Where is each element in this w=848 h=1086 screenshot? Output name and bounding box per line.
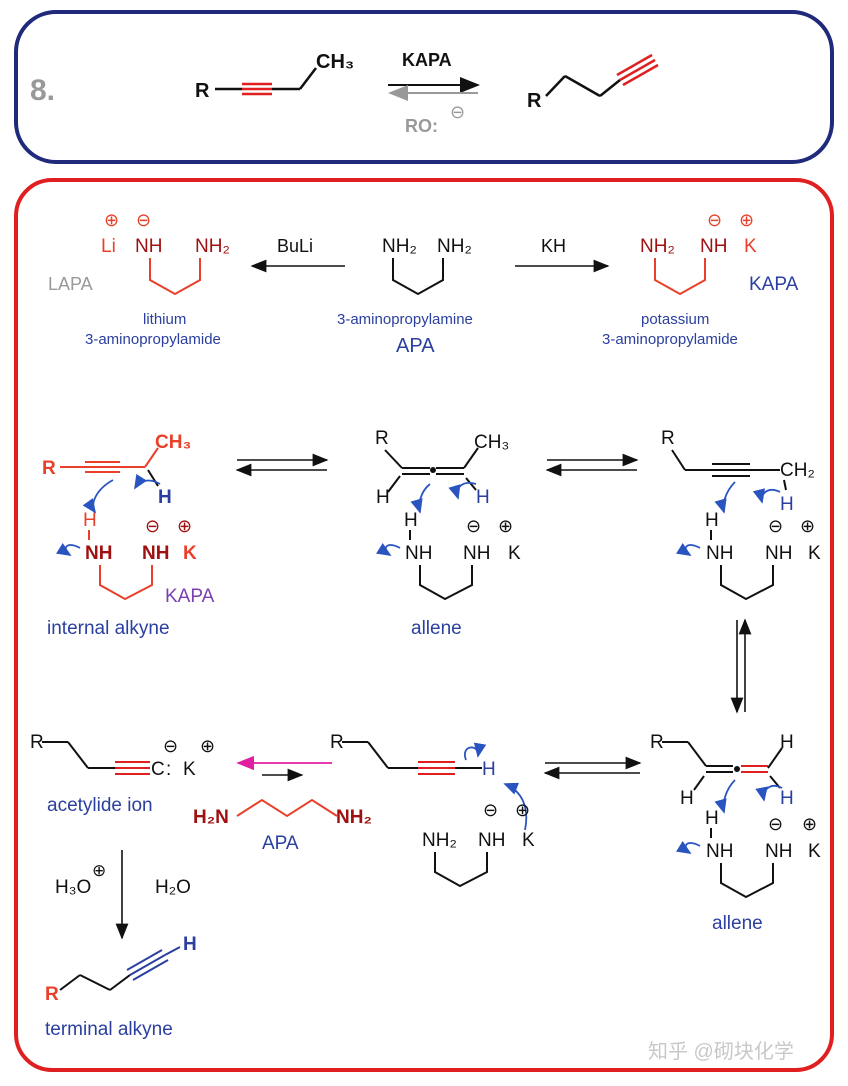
kapa-nh: NH [700, 236, 727, 257]
watermark: 知乎 @砌块化学 [648, 1040, 794, 1063]
li-label: Li [101, 236, 116, 257]
allene2-minus: ⊖ [768, 814, 783, 834]
term-h: H [482, 759, 496, 780]
acet-c: C [151, 759, 165, 780]
li-plus: ⊕ [104, 210, 119, 230]
allene1-r: R [375, 428, 389, 449]
prop-ch2: CH₂ [780, 460, 815, 481]
prop-k: K [808, 543, 821, 564]
apa-nh2-left: NH₂ [382, 236, 417, 257]
allene1-h-right: H [476, 487, 490, 508]
apak-minus: ⊖ [483, 800, 498, 820]
mechanism-panel-frame [14, 178, 834, 1072]
scheme-number: 8. [30, 74, 55, 107]
kapa-abbrev: KAPA [749, 274, 799, 295]
apa2-nh2: NH₂ [336, 807, 372, 828]
potassium-name-1: potassium [641, 311, 709, 328]
allene2-h-nh: H [705, 808, 719, 829]
allene2-h-right: H [780, 788, 794, 809]
ia-nh-right: NH [142, 543, 169, 564]
lapa-nh: NH [135, 236, 162, 257]
allene2-nh-right: NH [765, 841, 792, 862]
top-R-product: R [527, 90, 542, 112]
lapa-nh2: NH₂ [195, 236, 230, 257]
ia-nh-left: NH [85, 543, 112, 564]
top-panel-frame [14, 10, 834, 164]
term-r: R [330, 732, 344, 753]
allene1-nh-left: NH [405, 543, 432, 564]
prop-nh-left: NH [706, 543, 733, 564]
acet-plus: ⊕ [200, 736, 215, 756]
apa-full-name: 3-aminopropylamine [337, 311, 473, 328]
allene1-plus: ⊕ [498, 516, 513, 536]
label-allene-2: allene [712, 913, 763, 934]
label-terminal-alkyne: terminal alkyne [45, 1019, 173, 1040]
kapa-nh2: NH₂ [640, 236, 675, 257]
ia-plus: ⊕ [177, 516, 192, 536]
acet-minus: ⊖ [163, 736, 178, 756]
buli-label: BuLi [277, 236, 313, 256]
label-acetylide: acetylide ion [47, 795, 153, 816]
allene2-k: K [808, 841, 821, 862]
label-allene-1: allene [411, 618, 462, 639]
label-apa-regen: APA [262, 833, 299, 854]
li-minus: ⊖ [136, 210, 151, 230]
apak-plus: ⊕ [515, 800, 530, 820]
allene1-h-nh: H [404, 510, 418, 531]
ia-ch3: CH₃ [155, 432, 191, 453]
prop-h: H [780, 494, 794, 515]
potassium-name-2: 3-aminopropylamide [602, 331, 738, 348]
allene1-k: K [508, 543, 521, 564]
acet-k: K [183, 759, 196, 780]
kh-label: KH [541, 236, 566, 256]
kapa-plus: ⊕ [739, 210, 754, 230]
acet-colon: : [166, 759, 171, 780]
h3o-plus: ⊕ [92, 861, 106, 880]
lapa-abbrev: LAPA [48, 274, 93, 294]
ia-r: R [42, 458, 56, 479]
allene1-ch3: CH₃ [474, 432, 509, 453]
apak-nh: NH [478, 830, 505, 851]
prop-minus: ⊖ [768, 516, 783, 536]
kapa-k: K [744, 236, 757, 257]
ia-h-top: H [158, 487, 172, 508]
apak-k: K [522, 830, 535, 851]
top-ch3: CH₃ [316, 51, 354, 73]
ia-k: K [183, 543, 197, 564]
h2o: H₂O [155, 877, 191, 898]
apa-nh2-right: NH₂ [437, 236, 472, 257]
top-minus: ⊖ [450, 102, 465, 122]
kapa-minus: ⊖ [707, 210, 722, 230]
label-internal-alkyne: internal alkyne [47, 618, 170, 639]
acet-r: R [30, 732, 44, 753]
allene2-nh-left: NH [706, 841, 733, 862]
allene1-h-left: H [376, 487, 390, 508]
prop-plus: ⊕ [800, 516, 815, 536]
apa2-h2n: H₂N [193, 807, 229, 828]
lithium-name-1: lithium [143, 311, 186, 328]
top-reverse-reagent: RO: [405, 116, 438, 136]
lithium-name-2: 3-aminopropylamide [85, 331, 221, 348]
apak-nh2: NH₂ [422, 830, 457, 851]
allene2-plus: ⊕ [802, 814, 817, 834]
allene2-r: R [650, 732, 664, 753]
top-R: R [195, 80, 210, 102]
allene1-nh-right: NH [463, 543, 490, 564]
h3o: H₃O [55, 877, 91, 898]
prop-r: R [661, 428, 675, 449]
final-h: H [183, 934, 197, 955]
prop-nh-right: NH [765, 543, 792, 564]
allene2-h-topright: H [780, 732, 794, 753]
final-r: R [45, 984, 59, 1005]
allene2-h-left: H [680, 788, 694, 809]
top-reagent-kapa: KAPA [402, 50, 452, 70]
prop-h-nh: H [705, 510, 719, 531]
ia-h-bottom: H [83, 510, 97, 531]
ia-minus: ⊖ [145, 516, 160, 536]
allene1-minus: ⊖ [466, 516, 481, 536]
ia-kapa: KAPA [165, 586, 215, 607]
apa-abbrev: APA [396, 335, 435, 357]
